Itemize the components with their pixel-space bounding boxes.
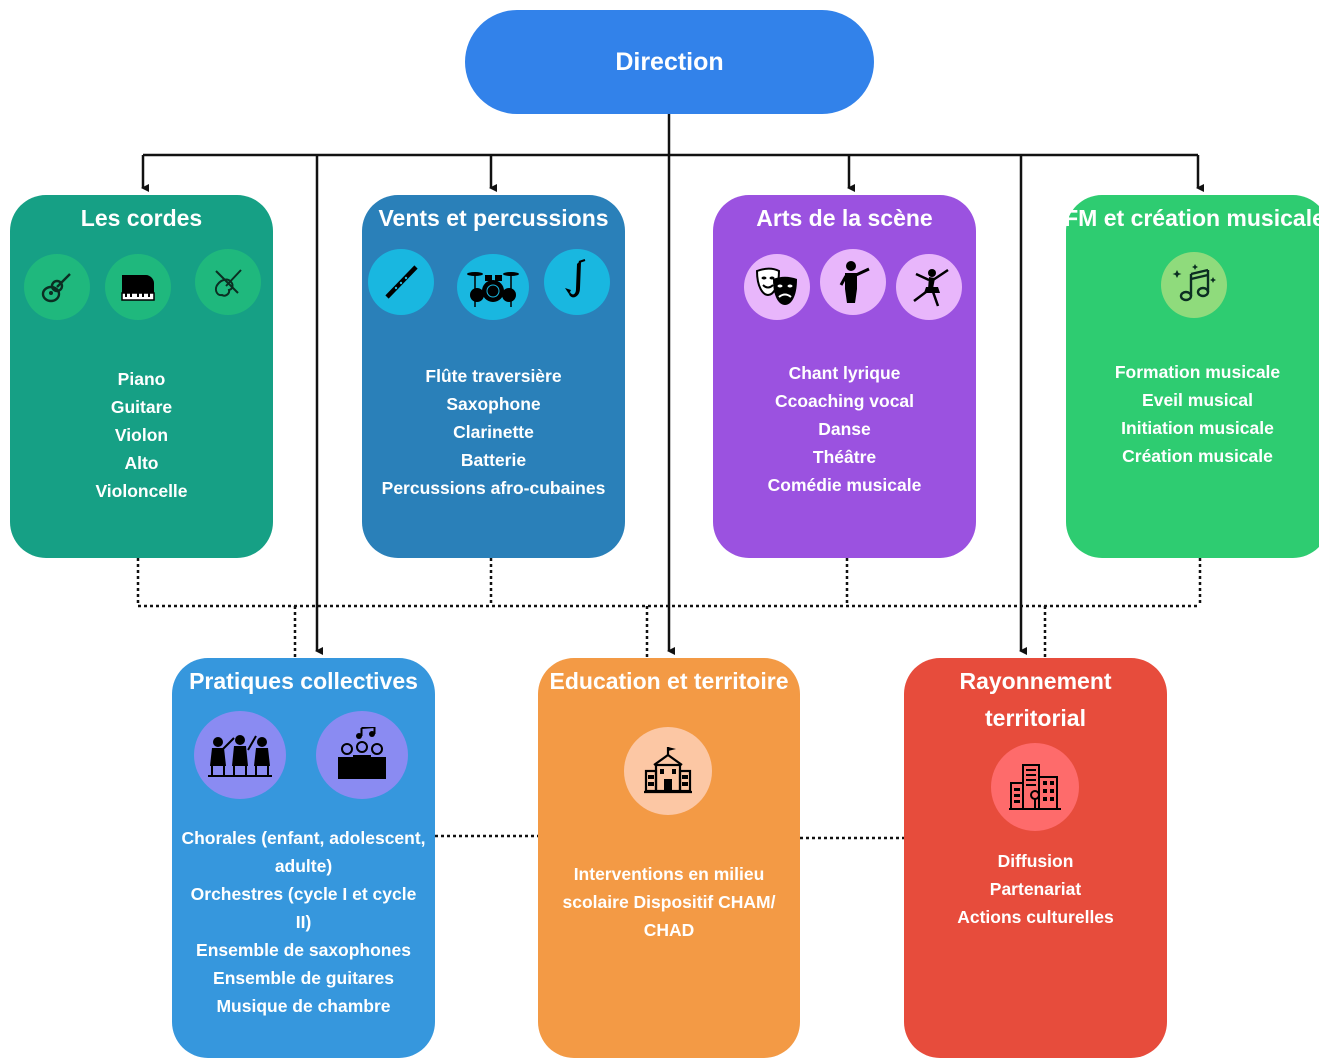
connector-lines (136, 114, 1204, 840)
list-item: Comédie musicale (767, 475, 922, 495)
list-item: Actions culturelles (957, 907, 1114, 927)
list-item: Percussions afro-cubaines (381, 478, 606, 498)
singer-icon (820, 249, 886, 315)
list-item: Chorales (enfant, adolescent, (181, 828, 426, 848)
list-item: Partenariat (989, 879, 1082, 899)
list-item: scolaire Dispositif CHAM/ (562, 892, 776, 912)
theater-masks-icon (744, 254, 810, 320)
list-item: Ensemble de saxophones (196, 940, 411, 960)
list-item: adulte) (274, 856, 333, 876)
saxophone-icon (544, 249, 610, 315)
transversal-title: Education et territoire (549, 668, 789, 694)
transversal-title: Rayonnement (959, 668, 1112, 694)
dancer-icon (896, 254, 962, 320)
transversal-rayonnement-territorial: Rayonnement territorial Diffusion Parten… (904, 658, 1167, 1058)
list-item: Clarinette (453, 422, 534, 442)
guitar-icon (24, 254, 90, 320)
school-icon (624, 727, 712, 815)
department-title: Les cordes (80, 205, 203, 231)
list-item: CHAD (643, 920, 695, 940)
list-item: Guitare (110, 397, 173, 417)
department-items: Flûte traversière Saxophone Clarinette B… (362, 362, 625, 502)
list-item: Eveil musical (1142, 390, 1253, 410)
list-item: Flûte traversière (425, 366, 562, 386)
list-item: Piano (117, 369, 166, 389)
transversal-items: Chorales (enfant, adolescent, adulte) Or… (172, 824, 435, 1020)
city-icon (991, 743, 1079, 831)
department-items: Piano Guitare Violon Alto Violoncelle (10, 365, 273, 505)
direction-title: Direction (615, 47, 724, 76)
orchestra-icon (194, 711, 286, 799)
flute-icon (368, 249, 434, 315)
department-title: Arts de la scène (756, 205, 933, 231)
department-vents-et-percussions: Vents et percussions Flûte traversière S… (362, 195, 625, 558)
list-item: Violon (114, 425, 169, 445)
transversal-pratiques-collectives: Pratiques collectives Chorales (enfant, … (172, 658, 435, 1058)
list-item: Ensemble de guitares (213, 968, 394, 988)
department-arts-de-la-scene: Arts de la scène Chant lyrique Ccoaching… (713, 195, 976, 558)
department-les-cordes: Les cordes Piano Guitare Violon Alto Vio… (10, 195, 273, 558)
list-item: Ccoaching vocal (774, 391, 915, 411)
list-item: Batterie (460, 450, 527, 470)
list-item: Musique de chambre (216, 996, 391, 1016)
choir-icon (316, 711, 408, 799)
list-item: Violoncelle (95, 481, 188, 501)
transversal-title: Pratiques collectives (189, 668, 418, 694)
list-item: Saxophone (446, 394, 541, 414)
list-item: Chant lyrique (788, 363, 901, 383)
violin-icon (195, 249, 261, 315)
department-title: FM et création musicale (1064, 205, 1319, 231)
list-item: Théâtre (812, 447, 877, 467)
music-notes-icon (1161, 252, 1227, 318)
list-item: Orchestres (cycle I et cycle (190, 884, 417, 904)
department-items: Formation musicale Eveil musical Initiat… (1066, 358, 1319, 470)
transversal-education-et-territoire: Education et territoire Interventions en… (538, 658, 800, 1058)
list-item: Formation musicale (1114, 362, 1281, 382)
transversal-title: territorial (985, 705, 1086, 731)
piano-icon (105, 254, 171, 320)
list-item: Création musicale (1122, 446, 1273, 466)
list-item: II) (295, 912, 312, 932)
transversal-items: Diffusion Partenariat Actions culturelle… (904, 847, 1167, 931)
department-title: Vents et percussions (378, 205, 609, 231)
list-item: Diffusion (997, 851, 1074, 871)
transversal-items: Interventions en milieu scolaire Disposi… (538, 860, 800, 944)
drum-kit-icon (457, 254, 529, 320)
list-item: Initiation musicale (1121, 418, 1274, 438)
department-fm-et-creation-musicale: FM et création musicale Formation musica… (1064, 195, 1319, 558)
list-item: Alto (124, 453, 159, 473)
direction-node: Direction (465, 10, 874, 114)
list-item: Danse (818, 419, 871, 439)
department-items: Chant lyrique Ccoaching vocal Danse Théâ… (713, 359, 976, 499)
list-item: Interventions en milieu (573, 864, 765, 884)
